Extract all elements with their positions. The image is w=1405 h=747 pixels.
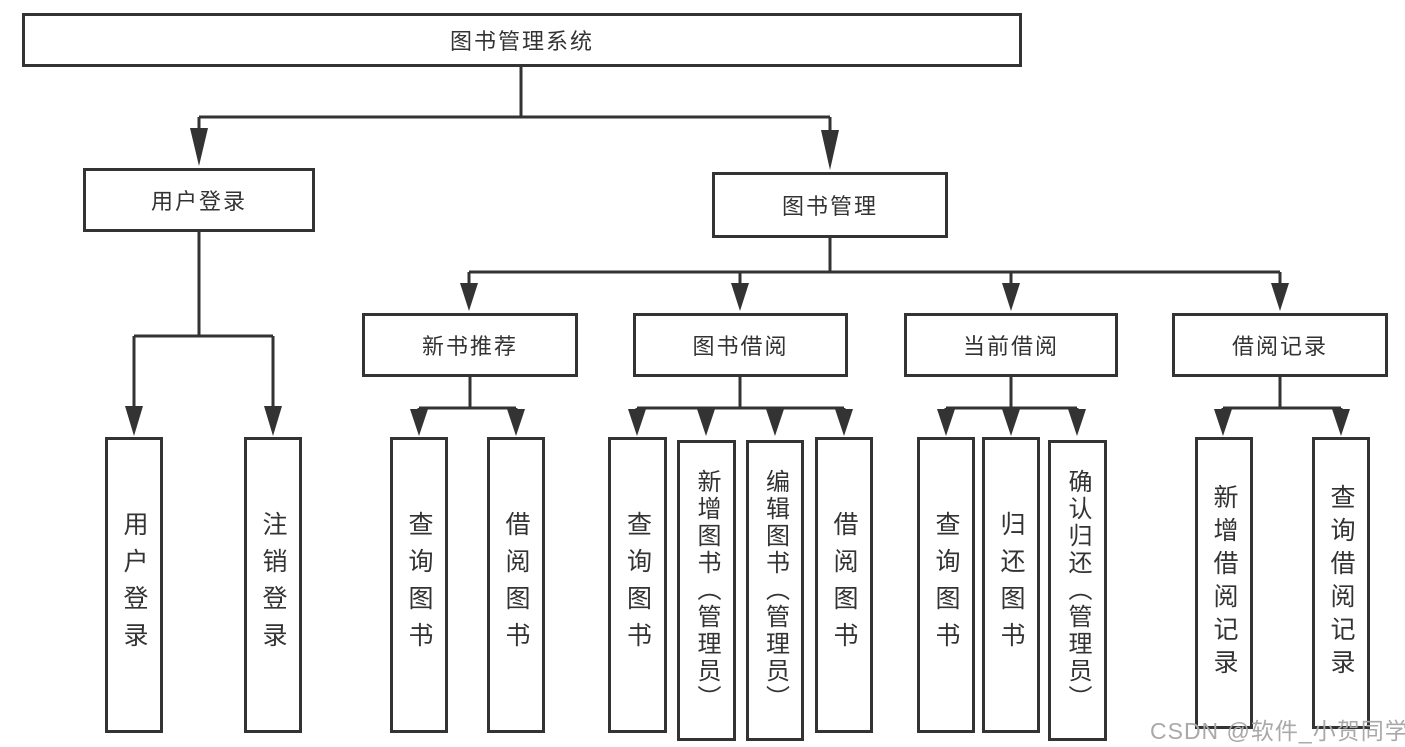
- arrowhead-icon: [1002, 409, 1020, 436]
- arrowhead-icon: [125, 406, 143, 436]
- leaf-user-login: 用户登录: [105, 437, 163, 733]
- leaf-br-add-record: 新增借阅记录: [1195, 437, 1253, 729]
- arrowhead-icon: [628, 409, 646, 436]
- leaf-cb-confirm-return-admin: 确认归还（管理员）: [1048, 440, 1107, 741]
- arrowhead-icon: [731, 283, 749, 311]
- connector-new-book-children: [417, 375, 518, 414]
- arrowhead-icon: [821, 130, 839, 170]
- leaf-cb-query-books: 查询图书: [917, 437, 975, 733]
- connector-book-borrow-children: [635, 375, 846, 414]
- leaf-label: 查询图书: [623, 511, 652, 659]
- leaf-bb-edit-books-admin: 编辑图书（管理员）: [746, 440, 804, 741]
- leaf-label: 查询图书: [932, 511, 960, 659]
- arrowhead-icon: [937, 409, 955, 436]
- leaf-label: 新增借阅记录: [1210, 484, 1238, 682]
- connector-current-borrow-children: [944, 375, 1079, 414]
- node-new-book-recommend: 新书推荐: [362, 313, 578, 377]
- node-book-borrow: 图书借阅: [633, 313, 848, 377]
- arrowhead-icon: [766, 409, 784, 436]
- leaf-label: 查询借阅记录: [1327, 484, 1355, 682]
- arrowheads: [125, 128, 1350, 436]
- connector-user-login-children: [132, 230, 275, 410]
- leaf-logout: 注销登录: [244, 437, 302, 733]
- leaf-nbr-query-books: 查询图书: [390, 437, 448, 733]
- leaf-bb-borrow-books: 借阅图书: [815, 437, 873, 733]
- arrowhead-icon: [1002, 283, 1020, 311]
- node-library-system: 图书管理系统: [22, 13, 1022, 67]
- arrowhead-icon: [1214, 409, 1232, 436]
- node-borrow-records: 借阅记录: [1172, 313, 1388, 377]
- leaf-cb-return-books: 归还图书: [982, 437, 1040, 733]
- arrowhead-icon: [507, 409, 525, 436]
- arrowhead-icon: [697, 409, 715, 436]
- node-user-login: 用户登录: [83, 168, 315, 232]
- arrowhead-icon: [410, 409, 428, 436]
- leaf-label: 用户登录: [120, 511, 148, 659]
- leaf-br-query-record: 查询借阅记录: [1312, 437, 1370, 729]
- arrowhead-icon: [460, 283, 478, 311]
- connector-book-mgmt-children: [467, 236, 1282, 286]
- arrowhead-icon: [264, 406, 282, 436]
- leaf-label: 注销登录: [259, 511, 287, 659]
- leaf-label: 确认归还（管理员）: [1064, 469, 1091, 712]
- arrowhead-icon: [835, 409, 853, 436]
- leaf-label: 归还图书: [997, 511, 1025, 659]
- arrowhead-icon: [1068, 409, 1086, 436]
- connector-borrow-record-children: [1221, 375, 1343, 414]
- node-current-borrow: 当前借阅: [904, 313, 1118, 377]
- arrowhead-icon: [1332, 409, 1350, 436]
- leaf-nbr-borrow-books: 借阅图书: [487, 437, 545, 733]
- leaf-label: 查询图书: [405, 511, 433, 659]
- leaf-bb-query-books: 查询图书: [608, 437, 667, 733]
- leaf-label: 新增图书（管理员）: [693, 469, 720, 712]
- leaf-label: 编辑图书（管理员）: [761, 469, 789, 712]
- leaf-label: 借阅图书: [502, 511, 530, 659]
- connector-root-to-level2: [197, 67, 832, 134]
- leaf-bb-add-books-admin: 新增图书（管理员）: [677, 440, 736, 741]
- arrowhead-icon: [190, 128, 208, 166]
- node-book-management: 图书管理: [712, 172, 948, 238]
- arrowhead-icon: [1271, 283, 1289, 311]
- leaf-label: 借阅图书: [830, 511, 858, 659]
- csdn-watermark: CSDN @软件_小贺同学: [1150, 718, 1405, 744]
